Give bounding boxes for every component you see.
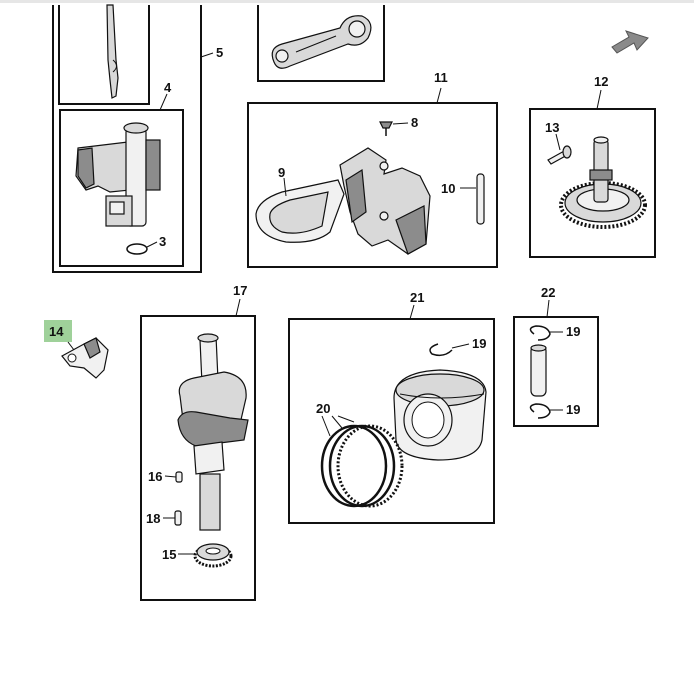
callout-19c: 19: [566, 402, 580, 417]
arrow-down-left-icon[interactable]: [611, 30, 649, 54]
callout-14: 14: [49, 324, 64, 339]
callout-20: 20: [316, 401, 330, 416]
callout-16: 16: [148, 469, 162, 484]
callout-17: 17: [233, 283, 247, 298]
group-12[interactable]: 12 13: [529, 74, 656, 258]
part-14[interactable]: 14: [44, 320, 109, 379]
callout-21: 21: [410, 290, 424, 305]
group-11[interactable]: 11 8 9 10: [247, 70, 498, 268]
callout-15: 15: [162, 547, 176, 562]
top-border: [0, 0, 694, 3]
callout-9: 9: [278, 165, 285, 180]
connecting-rod-box[interactable]: [257, 5, 385, 82]
group-5[interactable]: 5: [52, 5, 223, 273]
callout-8: 8: [411, 115, 418, 130]
callout-13: 13: [545, 120, 559, 135]
callout-10: 10: [441, 181, 455, 196]
callout-12: 12: [594, 74, 608, 89]
group-22[interactable]: 22 19 19: [513, 285, 599, 427]
callout-19a: 19: [472, 336, 486, 351]
callout-11: 11: [434, 70, 448, 85]
group-17[interactable]: 17 16 18 15: [140, 283, 256, 601]
callout-3: 3: [159, 234, 166, 249]
callout-22: 22: [541, 285, 555, 300]
callout-18: 18: [146, 511, 160, 526]
callout-19b: 19: [566, 324, 580, 339]
group-4[interactable]: 4 3: [59, 80, 184, 267]
callout-4: 4: [164, 80, 172, 95]
group-21[interactable]: 21 19 20: [288, 290, 495, 524]
dipstick-box[interactable]: [58, 4, 150, 105]
callout-5: 5: [216, 45, 223, 60]
